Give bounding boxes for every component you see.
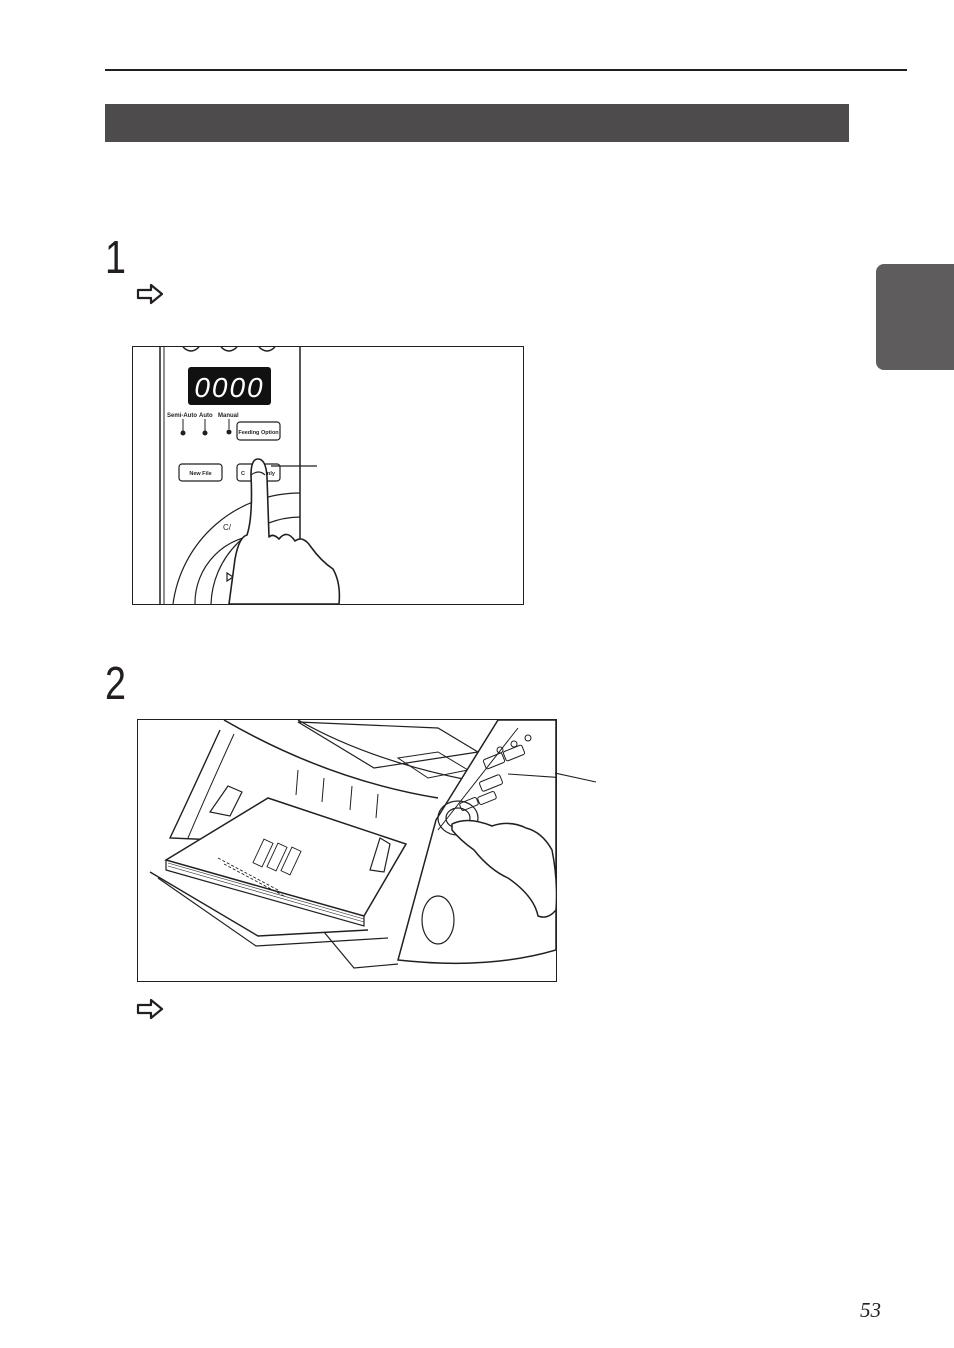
step-number-2: 2 [105,657,126,709]
page-number: 53 [860,1298,881,1322]
feeding-option-button[interactable] [236,421,281,441]
new-file-label: New File [189,471,211,477]
top-rule [105,69,907,71]
pressing-hand [228,458,341,604]
mode-led-auto [202,430,208,436]
control-panel-illustration: 0000 Semi-Auto Auto Manual Feeding Optio… [159,347,341,604]
count-only-label-left: C [241,471,245,477]
section-heading-bar [105,104,849,142]
mode-label-auto: Auto [199,413,213,419]
feeding-option-label: Feeding Option [238,430,279,436]
mode-label-semi-auto: Semi-Auto [167,413,197,419]
scanner-illustration [149,720,556,969]
mode-led-manual [226,429,232,435]
new-file-button[interactable] [178,463,223,482]
step-number-1: 1 [105,231,126,283]
counter-display: 0000 [194,372,264,403]
arrow-right-outline-icon [136,998,164,1020]
mode-led-semi-auto [180,430,186,436]
figure-control-panel: 0000 Semi-Auto Auto Manual Feeding Optio… [132,346,524,605]
callout-line-extension [555,772,597,783]
pressing-hand [451,819,556,918]
chapter-side-tab [876,264,954,370]
mode-label-manual: Manual [218,413,239,419]
figure-scanner-feeding [137,719,557,982]
callout-line [507,773,556,778]
count-only-label-right: nly [267,471,276,477]
arrow-right-outline-icon [136,283,164,305]
clear-stop-label: C/ [223,523,232,532]
